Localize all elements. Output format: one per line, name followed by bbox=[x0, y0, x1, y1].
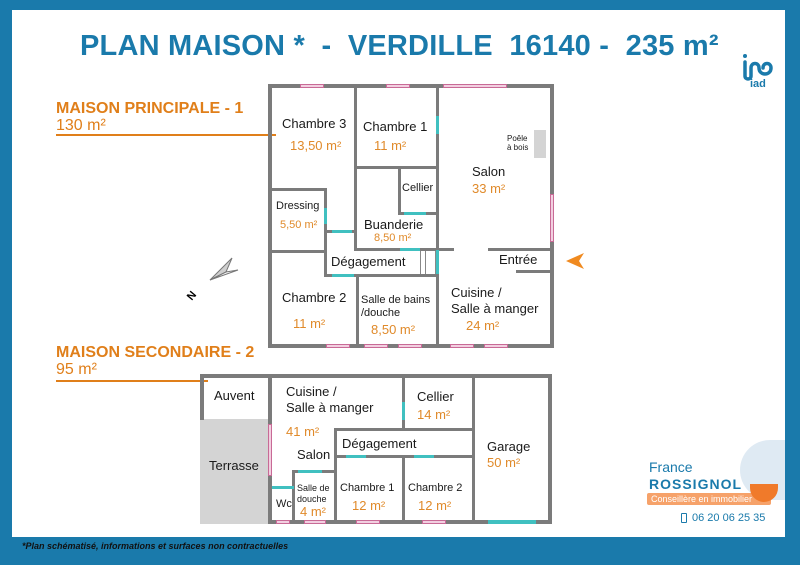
room-salon: Salon bbox=[297, 447, 331, 462]
house1-label: MAISON PRINCIPALE - 1 bbox=[56, 100, 244, 117]
plan-sheet bbox=[12, 10, 785, 537]
house1-leader-line bbox=[56, 134, 276, 136]
room-chambre-3: Chambre 3 bbox=[282, 116, 347, 131]
house2-leader-line bbox=[56, 380, 208, 382]
agent-role: Conseillère en immobilier bbox=[647, 493, 771, 505]
iad-logo-icon bbox=[743, 54, 773, 81]
house2-area: 95 m² bbox=[56, 361, 97, 378]
room-cellier: Cellier bbox=[417, 389, 454, 404]
room-buanderie: Buanderie bbox=[364, 217, 424, 232]
room-area: 24 m² bbox=[466, 318, 500, 333]
room-chambre-2: Chambre 2 bbox=[282, 290, 347, 305]
room-salle-de-douche: Salle de bbox=[297, 483, 330, 493]
agent-first-name: France bbox=[649, 459, 693, 475]
room-area: 11 m² bbox=[374, 138, 407, 153]
room-area: 14 m² bbox=[417, 407, 451, 422]
room-area: 13,50 m² bbox=[290, 138, 342, 153]
room-area: 12 m² bbox=[352, 498, 386, 513]
room-area: 11 m² bbox=[293, 316, 326, 331]
room-salon: Salon bbox=[472, 164, 506, 179]
room-area: 8,50 m² bbox=[374, 232, 412, 244]
agent-last-name: ROSSIGNOL bbox=[649, 476, 743, 492]
disclaimer: *Plan schématisé, informations et surfac… bbox=[22, 541, 289, 551]
room-area: 5,50 m² bbox=[280, 219, 318, 231]
logo-text: iad bbox=[750, 78, 766, 90]
room-cellier: Cellier bbox=[402, 182, 434, 194]
stove-label-2: à bois bbox=[507, 143, 529, 152]
house1-area: 130 m² bbox=[56, 117, 106, 134]
terrace-area bbox=[200, 419, 268, 524]
room-garage: Garage bbox=[487, 439, 531, 454]
room-area: 4 m² bbox=[300, 504, 326, 519]
room-wc: Wc bbox=[276, 498, 292, 510]
room-cuisine: Cuisine / bbox=[286, 384, 337, 399]
room-area: 8,50 m² bbox=[371, 322, 416, 337]
room-chambre-1: Chambre 1 bbox=[363, 119, 428, 134]
room-degagement: Dégagement bbox=[342, 436, 417, 451]
room-area: 41 m² bbox=[286, 424, 320, 439]
house2-label: MAISON SECONDAIRE - 2 bbox=[56, 344, 255, 361]
room-cuisine: Cuisine / bbox=[451, 285, 502, 300]
room-area: 33 m² bbox=[472, 181, 506, 196]
room-salle-de-douche-2: douche bbox=[297, 494, 327, 504]
room-entree: Entrée bbox=[499, 252, 538, 267]
room-cuisine-2: Salle à manger bbox=[286, 400, 374, 415]
room-dressing: Dressing bbox=[276, 200, 320, 212]
room-salle-de-bains-2: /douche bbox=[361, 307, 401, 319]
room-degagement: Dégagement bbox=[331, 254, 406, 269]
page-title: PLAN MAISON * - VERDILLE 16140 - 235 m² bbox=[80, 30, 719, 62]
room-chambre-1: Chambre 1 bbox=[340, 482, 395, 494]
north-arrow-icon bbox=[209, 257, 239, 281]
stove-label: Poêle bbox=[507, 134, 528, 143]
room-area: 12 m² bbox=[418, 498, 452, 513]
entrance-arrow-icon bbox=[566, 253, 584, 269]
room-terrasse: Terrasse bbox=[209, 458, 259, 473]
room-auvent: Auvent bbox=[214, 388, 255, 403]
wood-stove bbox=[534, 130, 546, 158]
room-cuisine-2: Salle à manger bbox=[451, 301, 539, 316]
room-chambre-2: Chambre 2 bbox=[408, 482, 463, 494]
agent-phone: 06 20 06 25 35 bbox=[692, 512, 766, 524]
room-area: 50 m² bbox=[487, 455, 521, 470]
room-salle-de-bains: Salle de bains bbox=[361, 294, 431, 306]
phone-icon bbox=[681, 513, 687, 523]
